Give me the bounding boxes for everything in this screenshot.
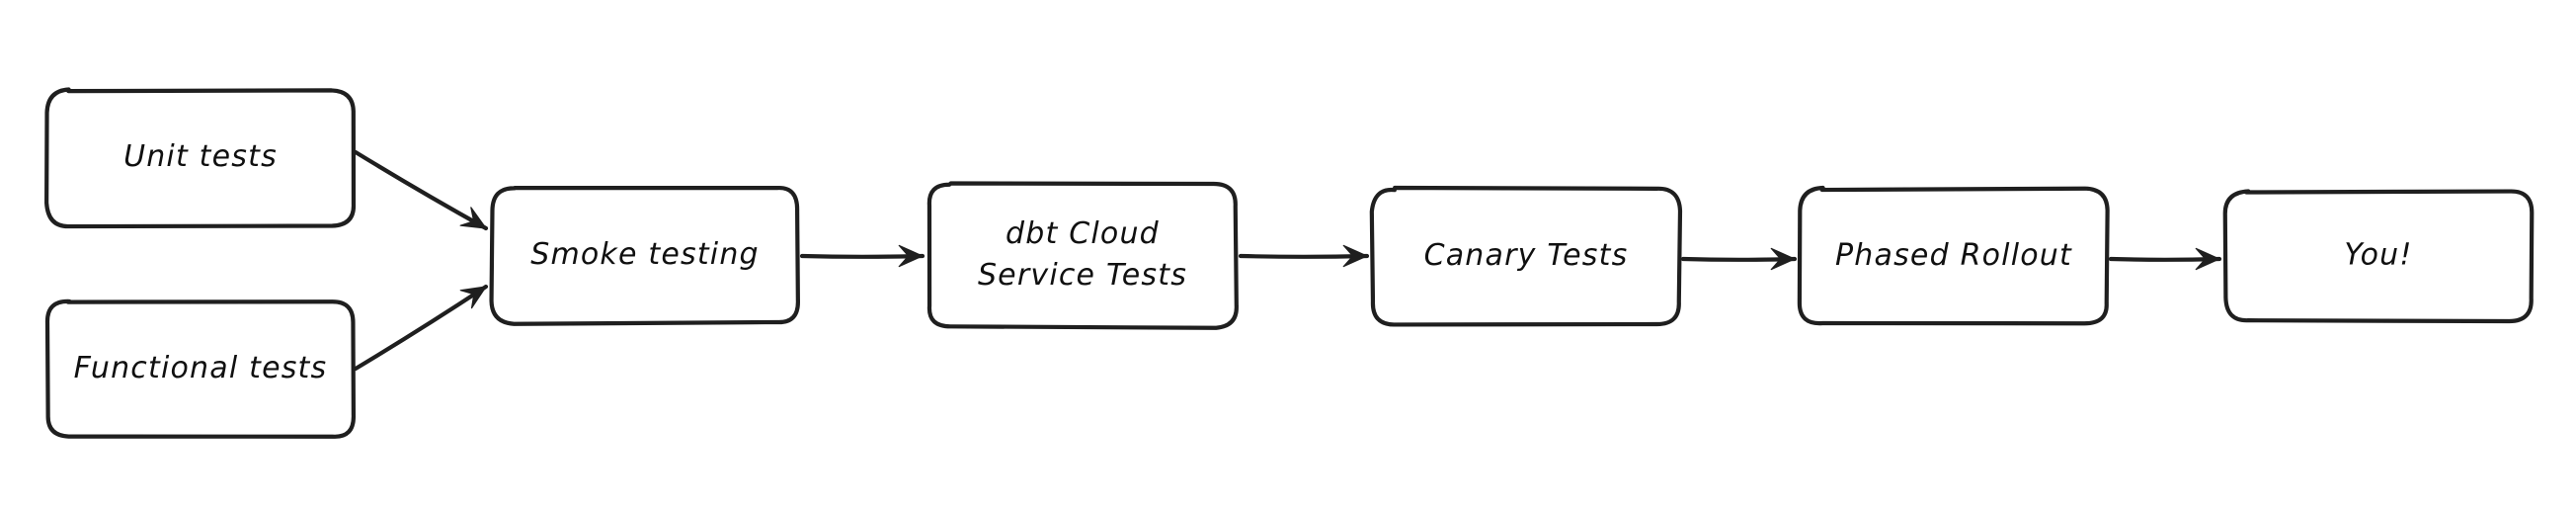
node-smoke-testing[interactable]: Smoke testing — [489, 185, 800, 326]
arrow-head-icon — [1770, 247, 1796, 271]
node-phased-rollout[interactable]: Phased Rollout — [1797, 185, 2110, 326]
node-label: You! — [2344, 238, 2412, 273]
arrow-head-icon — [898, 244, 924, 268]
edge-line — [353, 284, 489, 372]
node-you[interactable]: You! — [2222, 189, 2535, 324]
edges-layer — [353, 149, 2222, 372]
node-canary-tests[interactable]: Canary Tests — [1369, 185, 1683, 327]
node-label: Canary Tests — [1424, 238, 1629, 273]
edge-line — [353, 149, 489, 231]
node-shape — [44, 298, 357, 439]
edge-dbt-cloud-service-tests-to-canary-tests — [1238, 244, 1370, 268]
edge-unit-tests-to-smoke-testing — [353, 149, 489, 231]
edge-line — [1238, 253, 1370, 259]
node-unit-tests[interactable]: Unit tests — [44, 87, 357, 229]
node-shape — [2222, 189, 2535, 324]
node-label: Unit tests — [123, 139, 278, 174]
node-shape — [1797, 185, 2110, 326]
node-shape — [926, 181, 1239, 330]
node-label: Smoke testing — [530, 237, 760, 272]
node-label: Service Tests — [978, 258, 1187, 293]
arrow-head-icon — [2195, 247, 2220, 271]
node-shape — [44, 87, 357, 229]
edge-canary-tests-to-phased-rollout — [1680, 247, 1798, 271]
arrow-head-icon — [1342, 244, 1368, 268]
node-shape — [489, 185, 800, 326]
arrow-head-icon — [459, 286, 487, 309]
node-functional-tests[interactable]: Functional tests — [44, 298, 357, 439]
edge-line — [1680, 256, 1798, 262]
node-label: Phased Rollout — [1835, 238, 2072, 273]
node-shape — [1369, 185, 1683, 327]
edge-phased-rollout-to-you — [2108, 247, 2222, 271]
node-label: Functional tests — [74, 351, 328, 385]
edge-line — [799, 253, 926, 259]
edge-functional-tests-to-smoke-testing — [353, 284, 489, 372]
node-label: dbt Cloud — [1006, 216, 1160, 251]
edge-line — [2108, 256, 2222, 262]
arrow-head-icon — [459, 207, 487, 229]
edge-smoke-testing-to-dbt-cloud-service-tests — [799, 244, 926, 268]
